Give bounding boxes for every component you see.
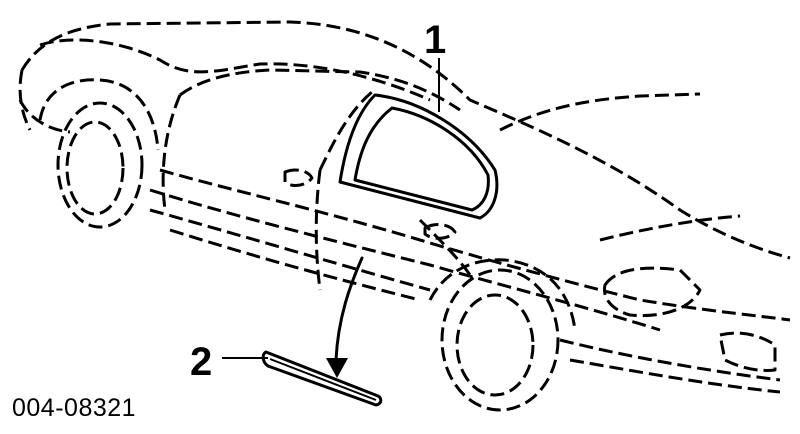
side-molding-part xyxy=(261,350,383,407)
window-glass xyxy=(318,90,499,220)
front-wheel xyxy=(38,78,160,229)
callout-number-2: 2 xyxy=(190,340,213,384)
callout-leaders xyxy=(222,58,440,359)
rear-wheel xyxy=(428,258,577,412)
car-body-outline xyxy=(18,20,791,394)
door-outline xyxy=(161,68,472,291)
figure-code: 004-08321 xyxy=(12,394,137,422)
callout-number-1: 1 xyxy=(424,18,447,62)
tail-light xyxy=(602,266,777,372)
install-arrow xyxy=(326,256,364,378)
